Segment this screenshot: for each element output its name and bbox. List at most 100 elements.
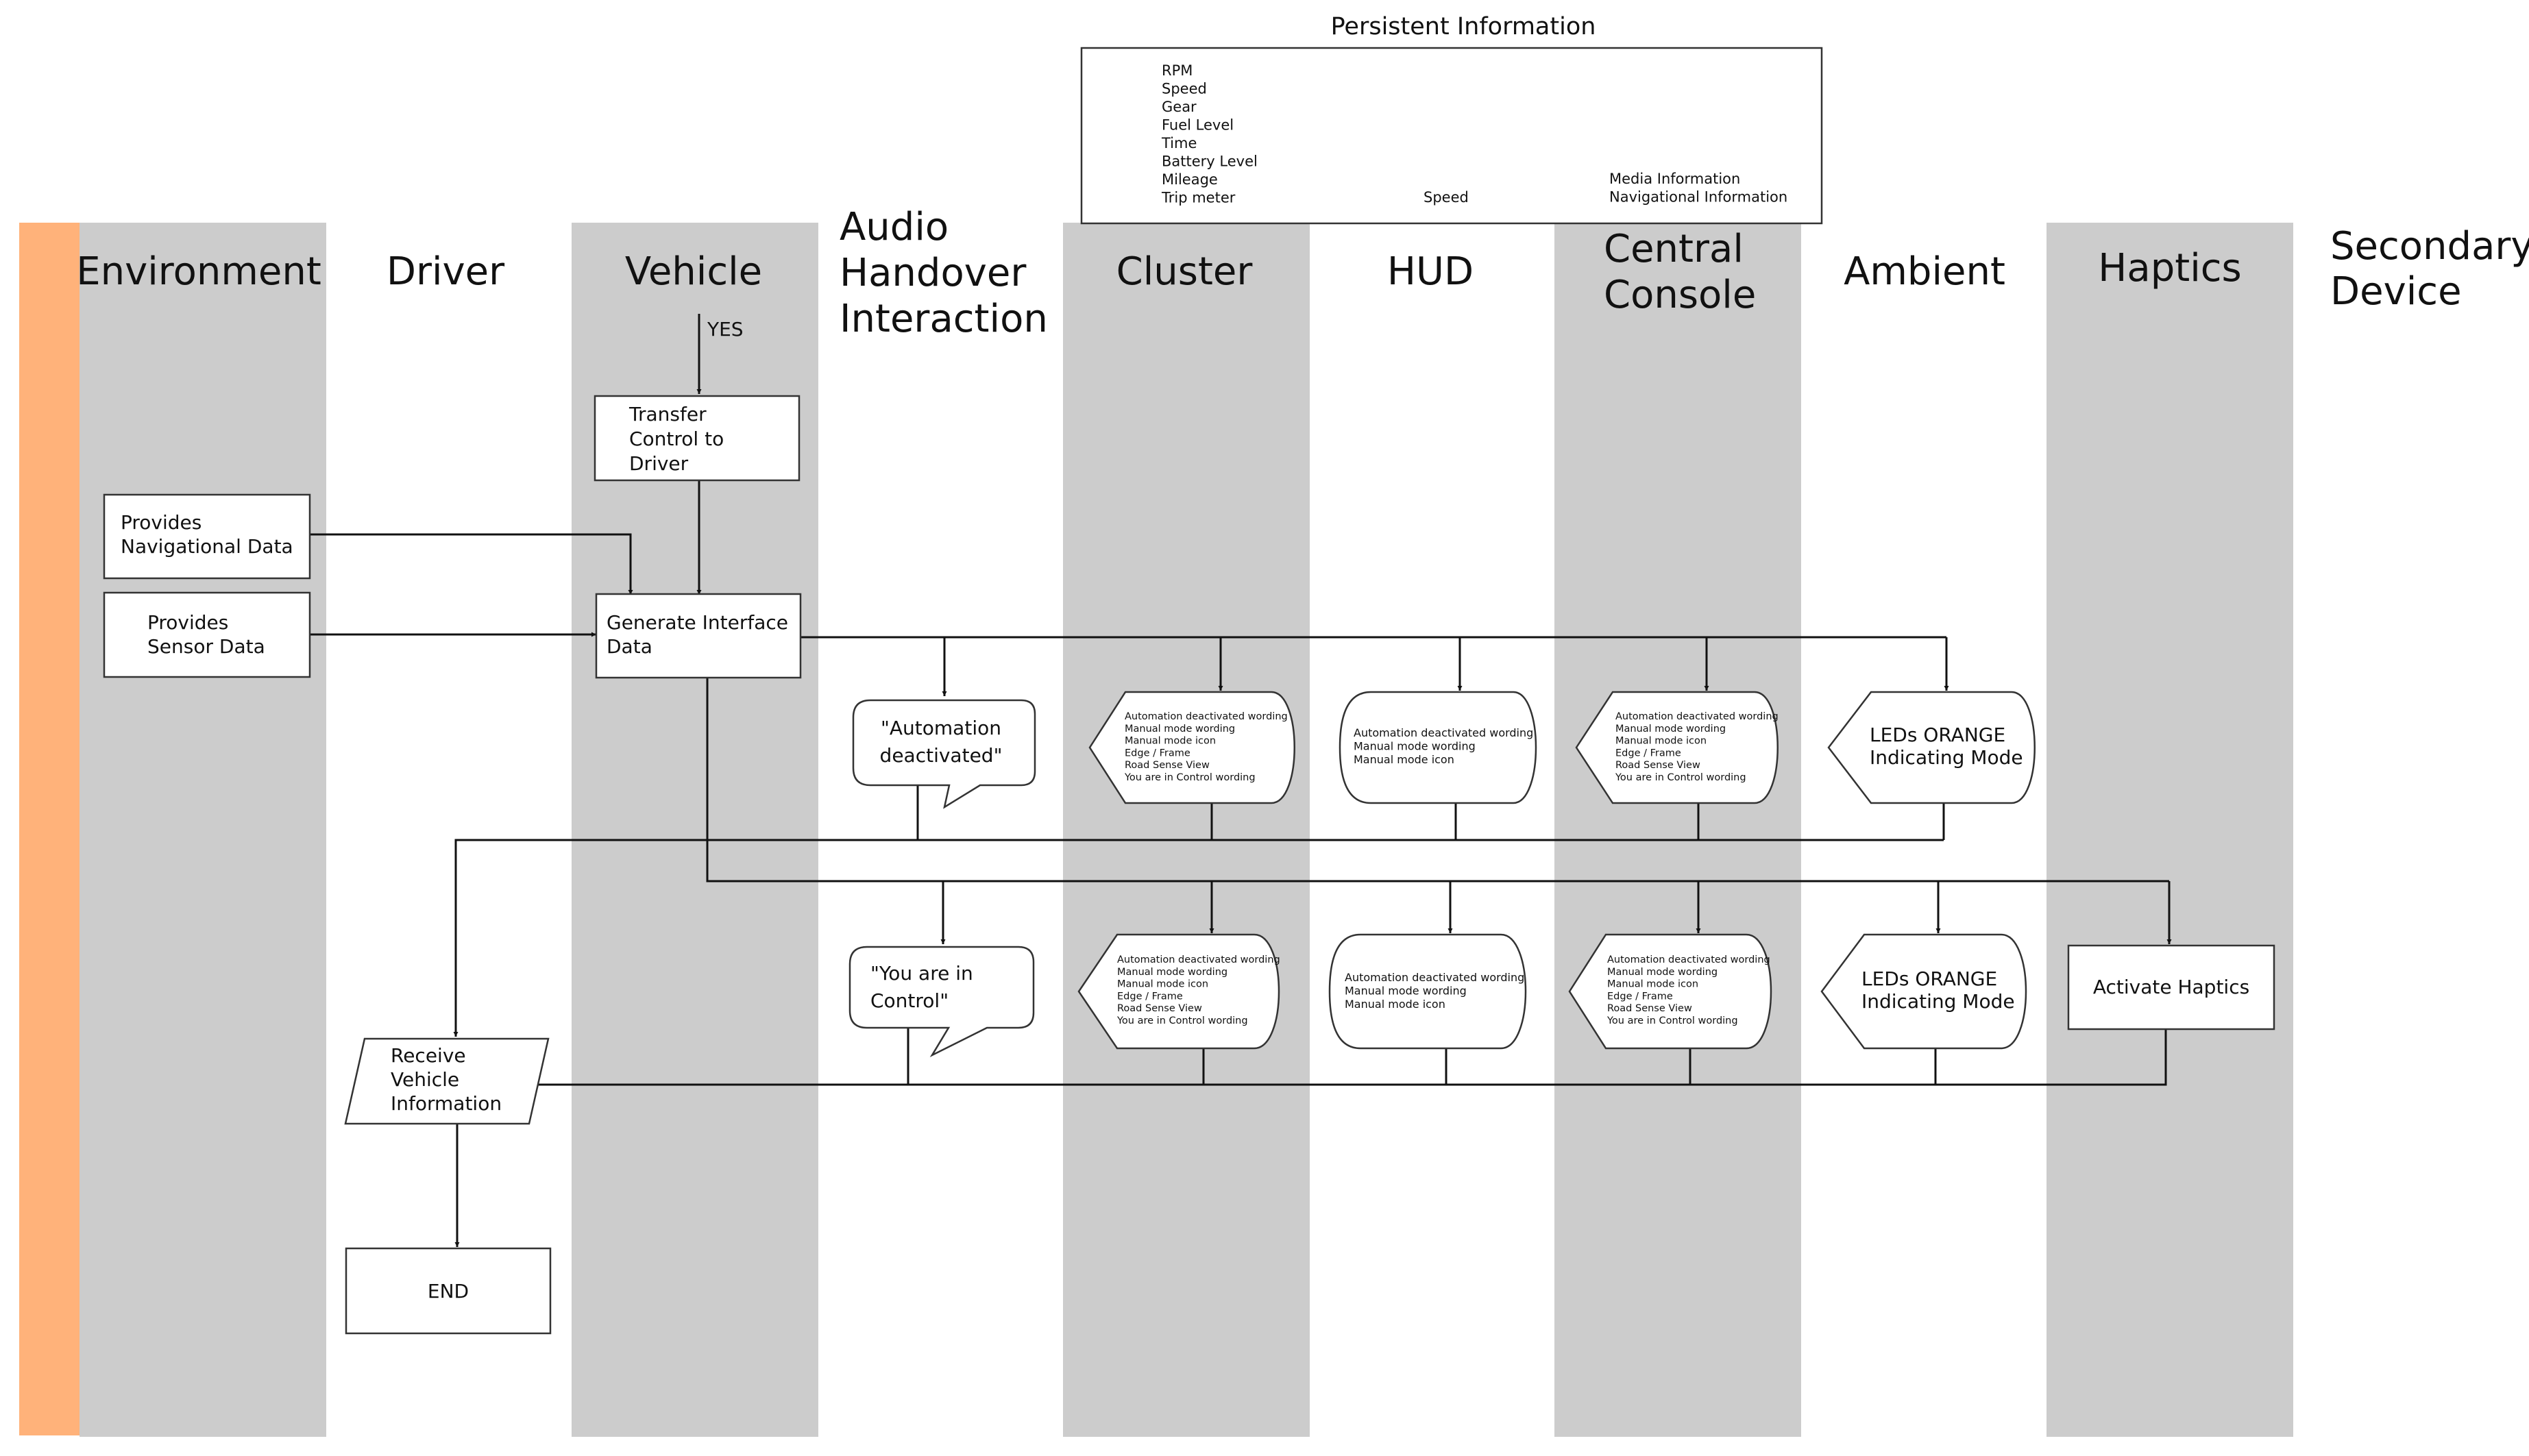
lane-title-ambient: Ambient — [1844, 249, 2005, 294]
nav-data-text-line: Navigational Data — [121, 535, 293, 558]
ambient-display-2-text-line: LEDs ORANGE — [1861, 967, 1997, 990]
cluster-display-1-text-line: Manual mode icon — [1125, 736, 1216, 747]
receive-info-box — [344, 1037, 550, 1125]
persistent-col1-line: Trip meter — [1161, 190, 1236, 206]
hud-display-1 — [1339, 691, 1537, 804]
central-display-2-text-line: You are in Control wording — [1606, 1015, 1738, 1026]
receive-info-text-line: Vehicle — [391, 1068, 459, 1091]
central-display-1-text-line: Manual mode icon — [1615, 736, 1707, 747]
lane-title-hud-line: HUD — [1387, 249, 1474, 294]
generate-interface-box — [595, 593, 802, 679]
central-display-1-text-line: Edge / Frame — [1615, 748, 1681, 758]
lane-title-vehicle-line: Vehicle — [625, 249, 762, 294]
ambient-display-2-text-line: Indicating Mode — [1861, 990, 2015, 1013]
central-display-2-text-line: Manual mode wording — [1607, 967, 1718, 978]
cluster-display-1 — [1088, 691, 1295, 804]
audio-bubble-2 — [848, 946, 1035, 1058]
sensor-data-text-line: Sensor Data — [147, 635, 265, 658]
transfer-control-text-line: Transfer — [628, 403, 707, 425]
lane-title-haptics: Haptics — [2098, 246, 2241, 291]
hud-display-1-text-line: Automation deactivated wording — [1354, 726, 1533, 739]
persistent-panel — [1080, 47, 1823, 225]
hud-display-2-text-line: Manual mode wording — [1345, 985, 1467, 998]
audio-bubble-1-text-line: deactivated" — [880, 744, 1003, 767]
hud-display-1-text-line: Manual mode icon — [1354, 753, 1454, 766]
central-display-2-text-line: Edge / Frame — [1607, 991, 1673, 1002]
cluster-display-2-text-line: Manual mode icon — [1117, 979, 1208, 990]
cluster-display-1-text-line: Edge / Frame — [1125, 748, 1190, 758]
lane-title-audio-line: Audio — [840, 205, 949, 249]
lane-title-haptics-line: Haptics — [2098, 246, 2241, 291]
lane-title-audio-line: Interaction — [840, 297, 1048, 341]
cluster-display-2-text-line: Automation deactivated wording — [1117, 954, 1280, 965]
nav-data-text-line: Provides — [121, 511, 201, 534]
transfer-control-box — [594, 395, 801, 482]
cluster-display-2-text-line: Edge / Frame — [1117, 991, 1183, 1002]
lane-title-central-console-line: Console — [1604, 273, 1756, 317]
central-display-1-text-line: You are in Control wording — [1615, 772, 1746, 783]
activate-haptics-box — [2067, 944, 2275, 1031]
persistent-col2: Speed — [1424, 189, 1469, 206]
receive-info-text-line: Information — [391, 1092, 502, 1115]
generate-interface-text-line: Data — [607, 635, 652, 658]
persistent-col1-line: RPM — [1162, 62, 1193, 79]
persistent-col1-line: Mileage — [1162, 171, 1218, 188]
central-display-1-text-line: Automation deactivated wording — [1615, 711, 1779, 722]
lane-title-ambient-line: Ambient — [1844, 249, 2005, 294]
ambient-display-1-text-line: Indicating Mode — [1870, 746, 2023, 769]
audio-bubble-2-text-line: "You are in — [870, 962, 973, 985]
cluster-display-1-text-line: Automation deactivated wording — [1125, 711, 1288, 722]
lane-title-cluster: Cluster — [1116, 249, 1254, 294]
ambient-display-1 — [1827, 691, 2036, 804]
lane-title-audio-line: Handover — [840, 251, 1027, 295]
cluster-display-2 — [1077, 933, 1280, 1050]
lane-environment — [80, 223, 326, 1437]
upper-collection-line — [453, 839, 1944, 1037]
persistent-col3-line: Media Information — [1609, 171, 1740, 187]
lane-title-hud: HUD — [1387, 249, 1474, 294]
persistent-title: Persistent Information — [1331, 13, 1596, 40]
persistent-col3-line: Navigational Information — [1609, 189, 1787, 206]
upper-collection-drops — [916, 785, 1945, 840]
lower-collection-drops — [907, 1028, 1937, 1085]
generate-interface-text-line: Generate Interface — [607, 611, 788, 634]
ambient-display-2 — [1820, 933, 2027, 1050]
lane-title-environment-line: Environment — [76, 249, 321, 294]
lane-title-vehicle: Vehicle — [625, 249, 762, 294]
cluster-display-2-text-line: You are in Control wording — [1116, 1015, 1248, 1026]
lane-haptics — [2047, 223, 2293, 1437]
lower-collection-line — [532, 1029, 2167, 1087]
persistent-col1-line: Time — [1161, 135, 1197, 151]
lane-cluster — [1063, 223, 1310, 1437]
persistent-col1-line: Gear — [1162, 99, 1197, 115]
persistent-col1-line: Fuel Level — [1162, 117, 1234, 134]
nav-data-box — [103, 493, 311, 580]
sensor-data-box — [103, 591, 311, 678]
central-display-2-text-line: Automation deactivated wording — [1607, 954, 1770, 965]
transfer-control-text-line: Control to — [629, 428, 724, 450]
persistent-col1-line: Battery Level — [1162, 153, 1258, 170]
lane-title-cluster-line: Cluster — [1116, 249, 1254, 294]
central-display-1-text-line: Manual mode wording — [1615, 724, 1726, 735]
lane-title-secondary-device-line: Device — [2330, 269, 2462, 314]
yes-label: YES — [707, 318, 744, 341]
central-display-1-text-line: Road Sense View — [1615, 760, 1700, 771]
hud-display-2 — [1328, 933, 1527, 1050]
cluster-display-1-text-line: Manual mode wording — [1125, 724, 1235, 735]
arrow-nav-to-generate — [310, 533, 633, 595]
